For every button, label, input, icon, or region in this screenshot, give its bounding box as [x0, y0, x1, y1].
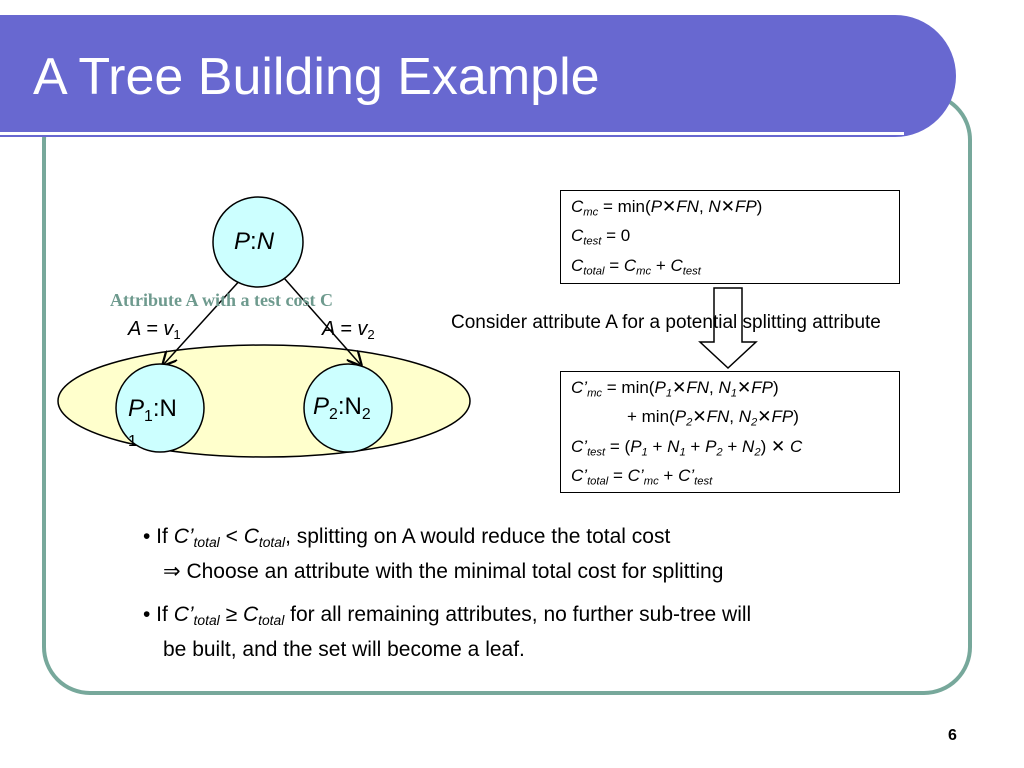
child-node-right[interactable] [303, 363, 393, 453]
cost-line-total: Ctotal = Cmc + Ctest [571, 255, 701, 278]
split-cost-box: C’mc = min(P1✕FN, N1✕FP) + min(P2✕FN, N2… [560, 371, 900, 493]
edge-right-label: A = v2 [322, 318, 375, 342]
root-node-label: P:N [234, 228, 275, 255]
current-cost-box: Cmc = min(P✕FN, N✕FP) Ctest = 0 Ctotal =… [560, 190, 900, 284]
edge-left-label: A = v1 [128, 318, 181, 342]
attribute-caption: Attribute A with a test cost C [110, 290, 333, 310]
child-node-left[interactable] [115, 363, 205, 453]
edge-right [283, 277, 360, 364]
bullet-1: • If C’total < Ctotal, splitting on A wo… [143, 525, 724, 584]
child-left-overflow: 1 [128, 433, 137, 450]
consider-text: Consider attribute A for a potential spl… [451, 312, 881, 333]
split-line-mc-cont: + min(P2✕FN, N2✕FP) [627, 407, 799, 429]
title-band [0, 15, 956, 137]
bullet-list: • If C’total < Ctotal, splitting on A wo… [143, 522, 751, 678]
split-line-mc: C’mc = min(P1✕FN, N1✕FP) [571, 378, 779, 400]
child-right-label: P2:N2 [313, 393, 371, 423]
slide-title: A Tree Building Example [33, 48, 600, 106]
cost-line-test: Ctest = 0 [571, 226, 631, 248]
split-line-total: C’total = C’mc + C’test [571, 466, 713, 488]
title-underline [0, 132, 904, 135]
child-left-label: P1:N [128, 395, 177, 425]
bullet-2: • If C’total ≥ Ctotal for all remaining … [143, 603, 752, 662]
root-node[interactable] [212, 196, 304, 288]
split-line-test: C’test = (P1 + N1 + P2 + N2) ✕ C [571, 436, 803, 459]
down-arrow [698, 287, 758, 370]
edge-left [164, 277, 243, 364]
page-number: 6 [948, 727, 957, 744]
cost-line-mc: Cmc = min(P✕FN, N✕FP) [571, 197, 763, 219]
